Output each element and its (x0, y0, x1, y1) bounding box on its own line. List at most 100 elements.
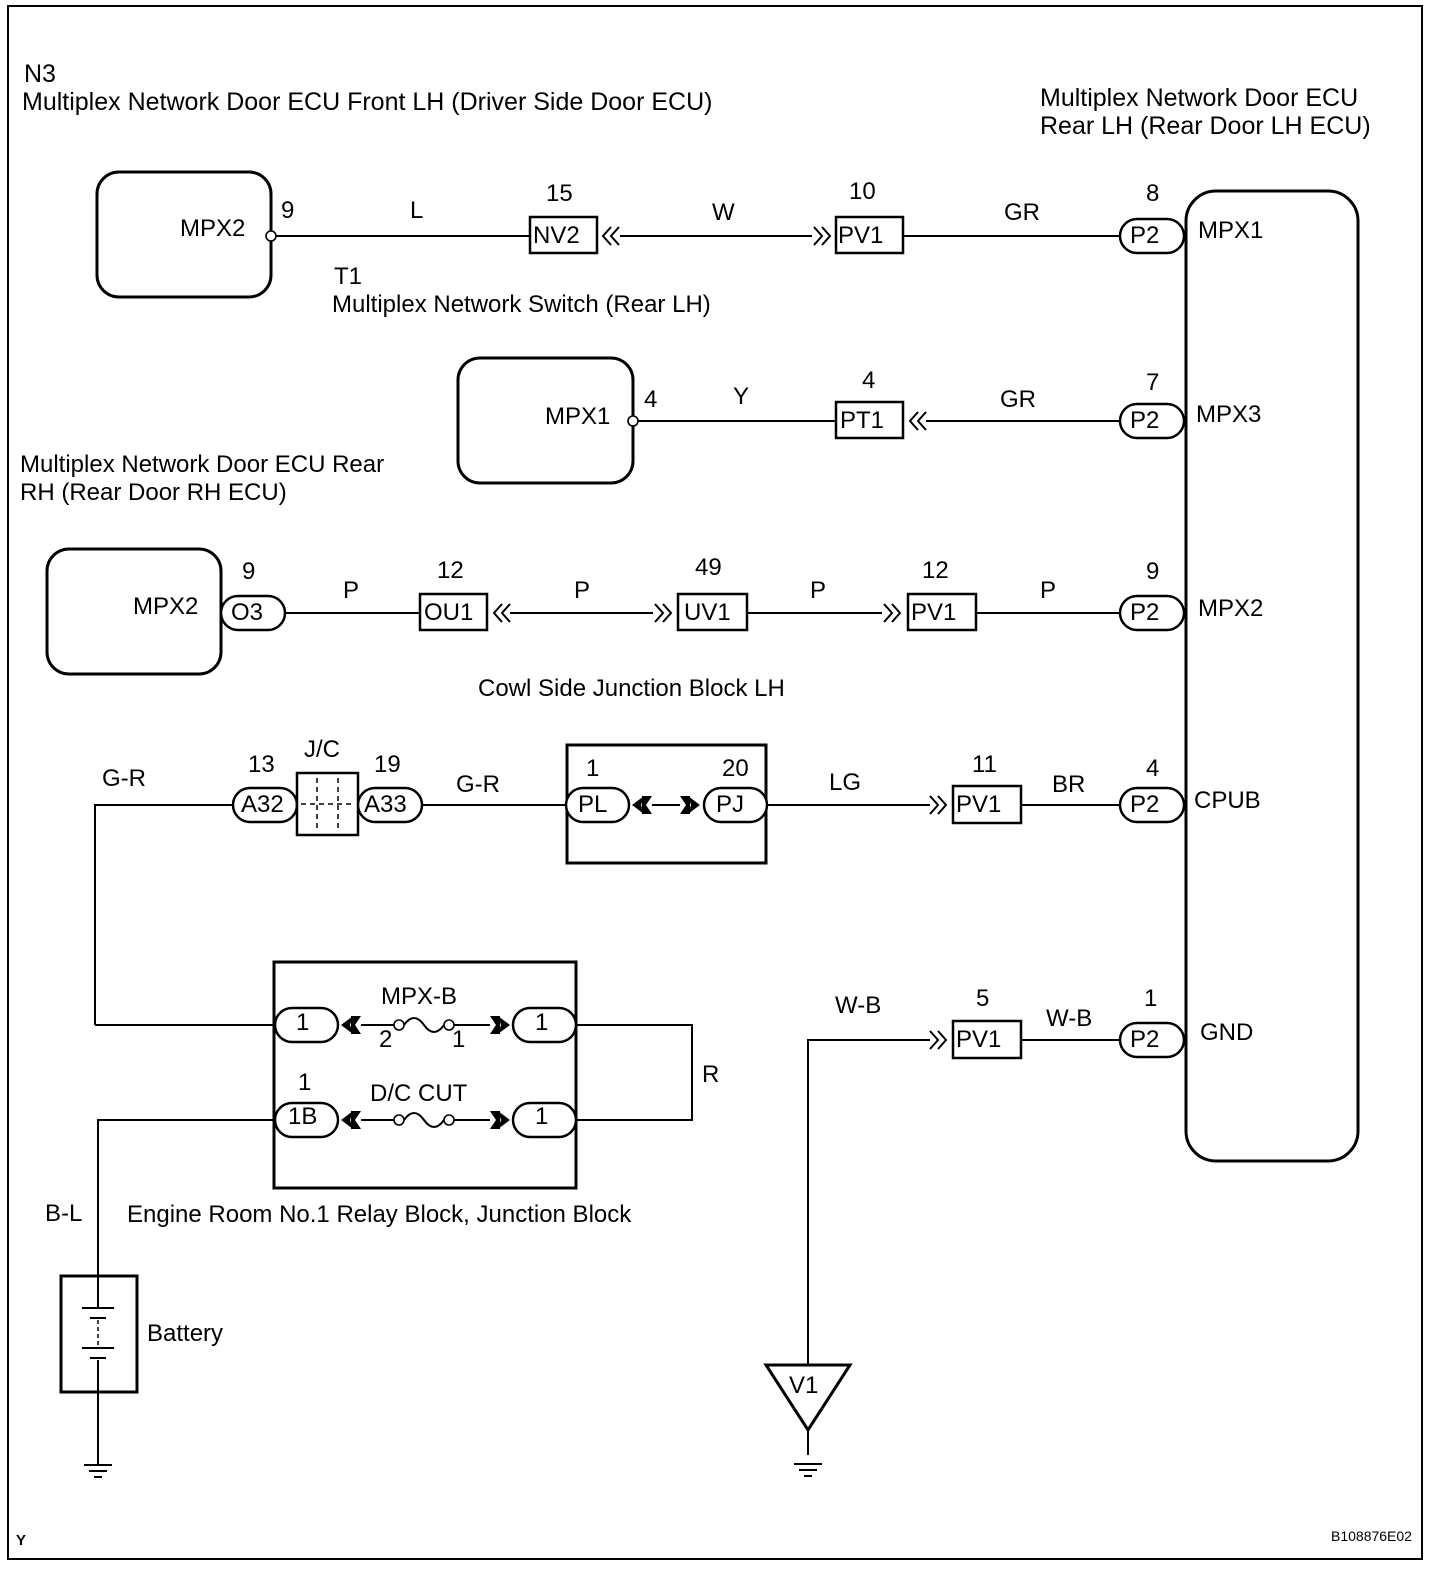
wire-color-label: L (410, 197, 423, 224)
pin-label: 9 (242, 558, 255, 585)
engine-room-jb-box (272, 960, 578, 1190)
circuit-row-cpub: G-R A32 13 J/C A33 19 G-R PL 1 PJ 20 LG … (94, 736, 1186, 1025)
fuse-dc-cut-icon (403, 1112, 445, 1128)
circuit-row-mpx3: MPX1 4 Y PT1 4 GR P2 7 (456, 356, 1186, 485)
connector-label: PV1 (956, 791, 1001, 818)
pin-label: 10 (849, 178, 876, 205)
jc-label: J/C (304, 736, 340, 763)
connector-label: PV1 (911, 599, 956, 626)
pin-label: 4 (644, 386, 657, 413)
switch-code: T1 (334, 263, 362, 290)
corner-letter: Y (16, 1532, 26, 1549)
pin-label: 7 (1146, 369, 1159, 396)
pin-label: 12 (437, 557, 464, 584)
wire-color-label: R (702, 1061, 719, 1088)
ground-icon (83, 1464, 113, 1478)
frame-border (7, 5, 1423, 1560)
engine-room-jb-name: Engine Room No.1 Relay Block, Junction B… (127, 1201, 632, 1228)
driver-ecu-code: N3 (24, 60, 56, 88)
connector-pl (564, 786, 631, 824)
driver-ecu-terminal: MPX2 (180, 215, 245, 242)
engine-room-jb: 1 1 MPX-B 2 1 R 1B 1 1 D/C CUT Engine Ro… (95, 960, 719, 1228)
wire-color-label: LG (829, 769, 861, 796)
pin-label: 9 (1146, 558, 1159, 585)
connector-p2 (1118, 1021, 1186, 1059)
connector-label: A32 (241, 791, 284, 818)
connector-label: A33 (364, 791, 407, 818)
rear-lh-ecu-box (1184, 189, 1360, 1163)
rear-lh-terminal-gnd: GND (1200, 1019, 1253, 1046)
cowl-jb-name: Cowl Side Junction Block LH (478, 675, 785, 702)
connector-label: 1 (535, 1103, 548, 1130)
pin-label: 20 (722, 755, 749, 782)
pin-label: 19 (374, 751, 401, 778)
wire-color-label: W (712, 199, 735, 226)
rear-lh-terminal-mpx2: MPX2 (1198, 595, 1263, 622)
rear-rh-ecu-terminal: MPX2 (133, 593, 198, 620)
circuit-row-gnd: W-B PV1 5 W-B P2 1 V1 (763, 985, 1186, 1477)
pin-label: 2 (379, 1026, 392, 1053)
pin-label: 4 (862, 367, 875, 394)
connector-pv1 (951, 784, 1023, 825)
wire-color-label: P (574, 577, 590, 604)
connector-label: UV1 (684, 599, 731, 626)
wire-color-label: GR (1004, 199, 1040, 226)
connector-label: 1 (535, 1009, 548, 1036)
connector-label: OU1 (424, 599, 473, 626)
connector-ou1 (418, 592, 489, 632)
pin-label: 1 (298, 1069, 311, 1096)
battery-circuit: B-L Battery (45, 1119, 276, 1478)
connector-label: 1B (288, 1103, 317, 1130)
connector-p2 (1118, 217, 1186, 255)
pin-label: 8 (1146, 180, 1159, 207)
jb-connector (273, 1006, 340, 1044)
connector-pt1 (834, 400, 905, 440)
pin-label: 4 (1146, 755, 1159, 782)
connector-p2 (1118, 594, 1186, 632)
rear-lh-terminal-mpx3: MPX3 (1196, 401, 1261, 428)
pin-label: 13 (248, 751, 275, 778)
switch-terminal: MPX1 (545, 403, 610, 430)
rear-lh-ecu-name-line2: Rear LH (Rear Door LH ECU) (1040, 112, 1371, 140)
connector-uv1 (676, 592, 749, 632)
wire-color-label: P (343, 577, 359, 604)
circuit-row-mpx1: MPX2 9 L NV2 15 W PV1 10 GR P2 8 T1 Mult… (95, 170, 1186, 318)
pin-label: 9 (281, 197, 294, 224)
pin-label: 11 (972, 751, 997, 778)
connector-label: O3 (231, 599, 263, 626)
connector-label: P2 (1130, 1026, 1159, 1053)
connector-label: PT1 (840, 407, 884, 434)
circuit-row-mpx2: MPX2 O3 9 P OU1 12 P UV1 49 P PV1 12 P P… (45, 547, 1186, 676)
connector-label: NV2 (533, 222, 580, 249)
fuse-label: D/C CUT (370, 1080, 468, 1107)
connector-pv1 (834, 215, 905, 255)
wire-color-label: Y (733, 383, 749, 410)
pin-label: 15 (546, 180, 573, 207)
wire-color-label: W-B (1046, 1005, 1092, 1032)
ground-point-label: V1 (789, 1372, 818, 1399)
rear-lh-ecu-name-line1: Multiplex Network Door ECU (1040, 84, 1358, 112)
wire-color-label: BR (1052, 771, 1085, 798)
fuse-mpx-b-icon (403, 1017, 445, 1033)
wire-color-label: P (1040, 577, 1056, 604)
wire-color-label: GR (1000, 386, 1036, 413)
connector-label: P2 (1130, 791, 1159, 818)
fuse-label: MPX-B (381, 983, 457, 1010)
wire-color-label: B-L (45, 1200, 82, 1227)
rear-lh-terminal-mpx1: MPX1 (1198, 217, 1263, 244)
connector-label: PJ (716, 791, 744, 818)
battery-label: Battery (147, 1320, 223, 1347)
connector-label: P2 (1130, 407, 1159, 434)
connector-p2 (1118, 786, 1186, 824)
connector-nv2 (528, 215, 599, 255)
pin-label: 1 (1144, 985, 1157, 1012)
ground-point-v1 (763, 1363, 853, 1433)
terminal-node (627, 415, 639, 427)
pin-label: 5 (976, 985, 989, 1012)
connector-label: PL (578, 791, 607, 818)
pin-label: 49 (695, 554, 722, 581)
switch-name: Multiplex Network Switch (Rear LH) (332, 291, 711, 318)
connector-label: P2 (1130, 599, 1159, 626)
connector-pv1 (951, 1019, 1023, 1060)
